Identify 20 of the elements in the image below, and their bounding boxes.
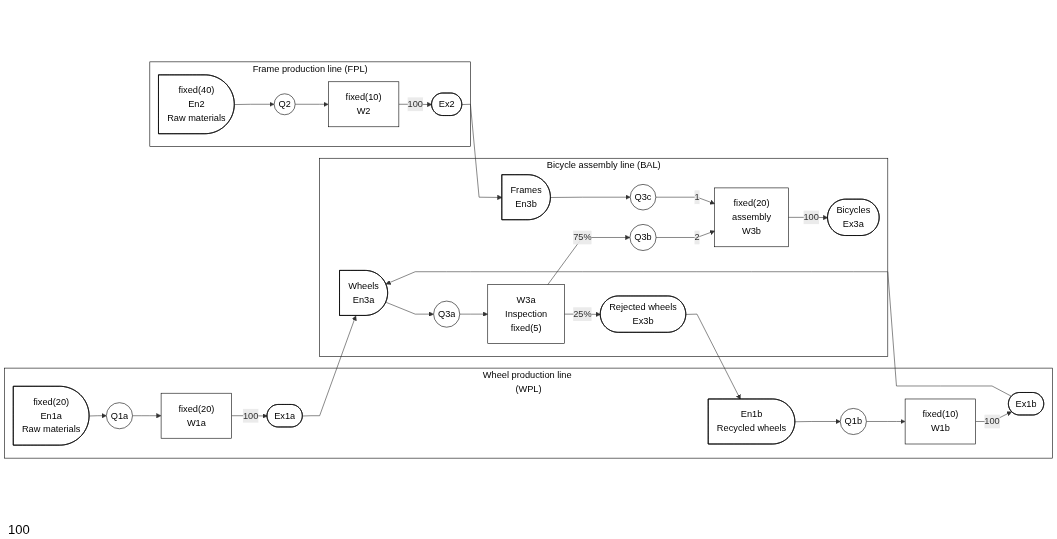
edge-label: 1 [694,192,700,202]
edge-label: 100 [407,99,423,109]
edge-label: 2 [694,232,700,243]
node-box: fixed(10) W2 [328,81,400,128]
node-circle: Q3c [629,184,657,211]
edge-label: 25% [573,308,592,319]
node-circle: Q1a [106,402,133,430]
edge-label: 100 [803,212,819,222]
edge-label: 100 [984,416,1000,427]
node-box: fixed(20) assembly W3b [714,187,789,248]
edge-label: 100 [242,410,259,421]
node-circle: Q3b [629,224,657,251]
node-circle: Q3a [433,300,461,328]
node-box: fixed(20) W1a [160,392,232,439]
node-box: W3a Inspection fixed(5) [487,284,565,344]
node-box: fixed(10) W1b [904,398,976,445]
node-circle: Q1b [840,408,867,435]
edge-label: 75% [573,232,592,243]
node-circle: Q2 [273,93,296,116]
note-text: 100 [8,522,30,537]
